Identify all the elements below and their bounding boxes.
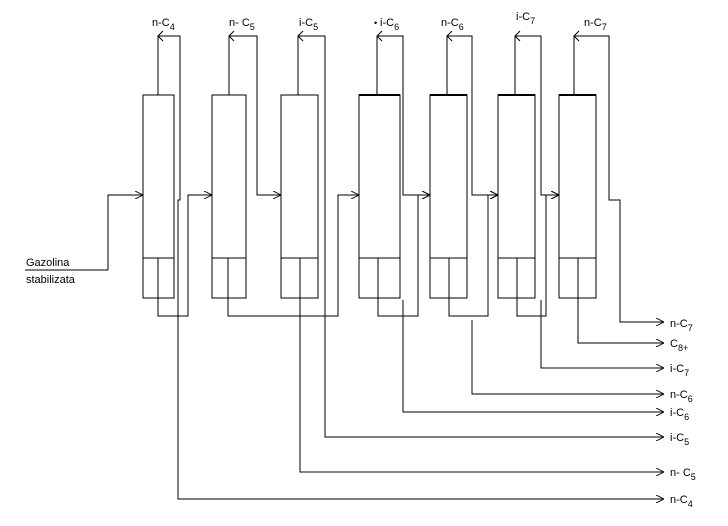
column-3-top-label: i-C5	[299, 17, 318, 32]
column-2-top-label: n- C5	[229, 17, 255, 32]
feed-label-line2: stabilizata	[26, 274, 76, 286]
product-label-4: n-C6	[670, 389, 693, 404]
product-label-7: n- C5	[670, 467, 696, 482]
column-4-top-mark: •	[374, 18, 377, 28]
inter-column-feeds	[157, 95, 559, 317]
feed-label-line1: Gazolina	[26, 257, 70, 269]
column-2: n- C5	[211, 17, 258, 299]
column-5: n-C6	[429, 17, 473, 299]
column-5-top-label: n-C6	[441, 17, 464, 32]
column-4-top-label: i-C6	[380, 17, 399, 32]
product-labels: n-C7 C8+ i-C7 n-C6 i-C6 i-C5 n- C5 n-C4	[670, 318, 696, 509]
column-6: i-C7	[497, 11, 542, 299]
product-label-5: i-C6	[670, 407, 689, 422]
column-7-top-label: n-C7	[584, 17, 607, 32]
column-1-top-label: n-C4	[152, 17, 175, 32]
product-label-1: n-C7	[670, 318, 693, 333]
column-1: n-C4	[142, 17, 181, 299]
column-3: i-C5	[280, 17, 326, 299]
product-label-3: i-C7	[670, 363, 689, 378]
product-label-6: i-C5	[670, 432, 689, 447]
product-outlets	[177, 95, 664, 499]
product-label-2: C8+	[670, 338, 688, 353]
column-6-top-label: i-C7	[516, 11, 535, 26]
column-4: • i-C6	[358, 17, 404, 299]
feed-stream: Gazolina stabilizata	[25, 195, 143, 286]
product-label-8: n-C4	[670, 494, 693, 509]
column-7: n-C7	[558, 17, 610, 299]
